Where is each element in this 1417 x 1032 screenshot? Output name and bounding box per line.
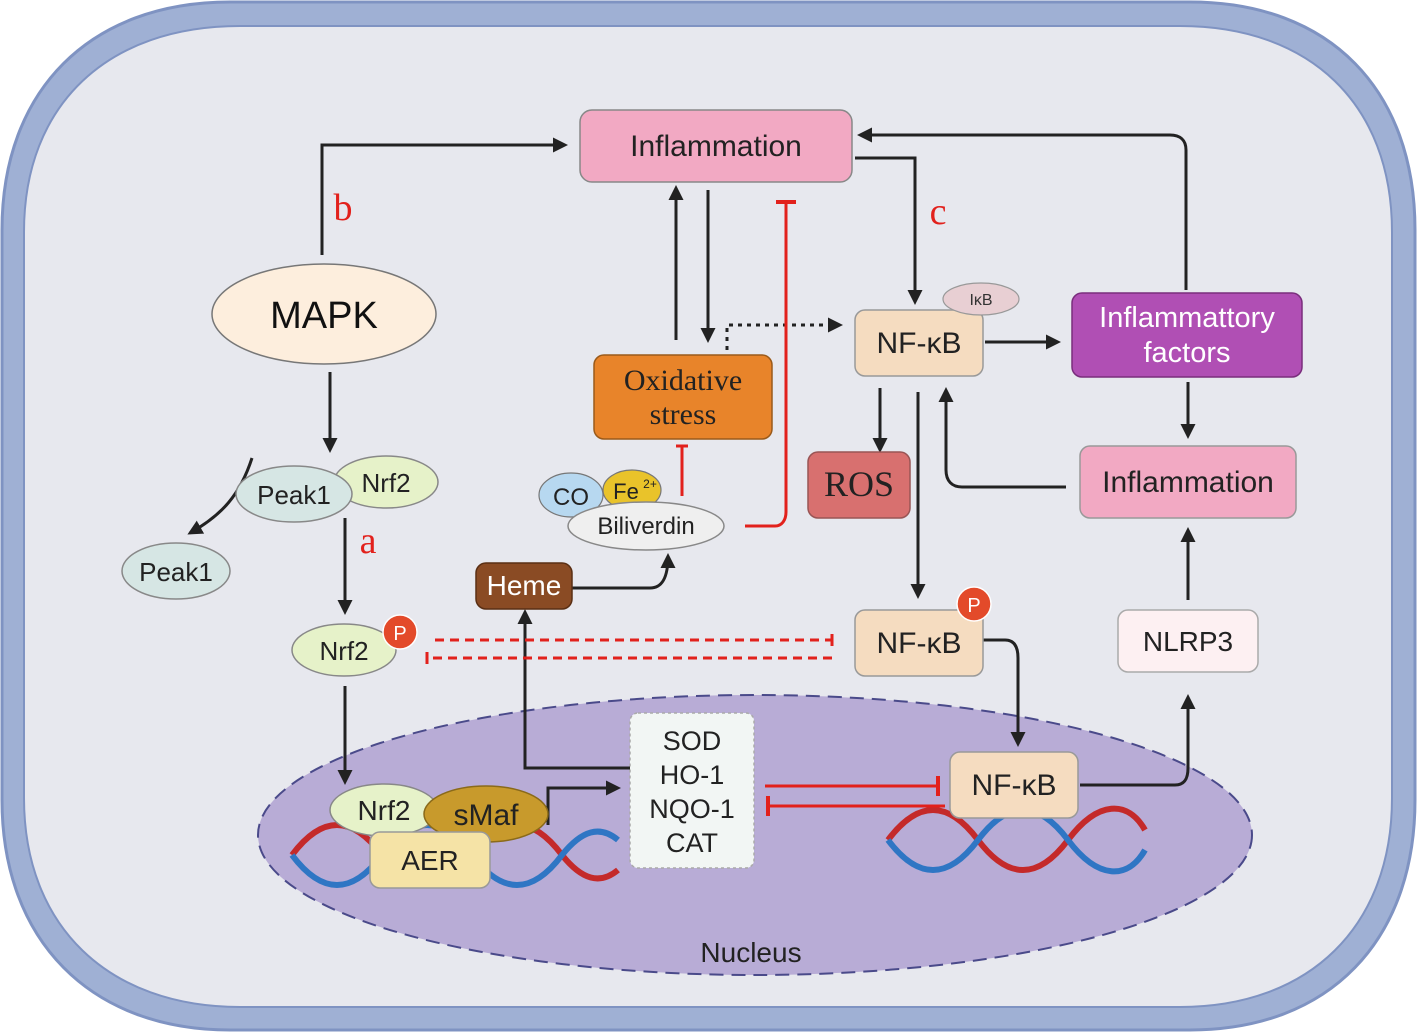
svg-text:NF-κB: NF-κB (877, 327, 962, 360)
svg-text:Inflammation: Inflammation (630, 130, 802, 163)
arrow-inflammation-right-to-nfkb (938, 387, 1066, 489)
svg-text:NLRP3: NLRP3 (1143, 626, 1233, 657)
node-ros[interactable]: ROS (807, 451, 911, 519)
svg-text:IκB: IκB (969, 292, 992, 309)
node-nfkb-phospho[interactable]: NF-κB (854, 609, 984, 677)
svg-text:MAPK: MAPK (270, 295, 378, 337)
svg-text:Nrf2: Nrf2 (361, 468, 410, 498)
svg-text:Oxidative: Oxidative (624, 364, 742, 397)
node-nfkb-cytoplasm[interactable]: NF-κB (854, 309, 984, 377)
node-peak1-bound[interactable]: Peak1 (235, 465, 353, 523)
arrow-nucleus-nfkb-to-nlrp3 (1080, 694, 1196, 787)
svg-text:2+: 2+ (643, 477, 657, 491)
node-nrf2-bound[interactable]: Nrf2 (333, 455, 439, 509)
node-heme[interactable]: Heme (475, 562, 573, 610)
arrow-nfkbp-to-nucleus (982, 638, 1026, 747)
node-peak1-free[interactable]: Peak1 (121, 542, 231, 600)
arrow-peak1-release (187, 457, 254, 535)
svg-text:HO-1: HO-1 (660, 760, 725, 790)
node-antioxidant-enzymes[interactable]: SOD HO-1 NQO-1 CAT (629, 712, 755, 869)
arrow-oxidative-to-nfkb-dotted (725, 317, 843, 350)
inhibit-biliverdin-to-inflammation (745, 200, 796, 528)
svg-text:Inflammattory: Inflammattory (1099, 302, 1275, 334)
svg-text:factors: factors (1143, 337, 1230, 369)
pathway-label-c: c (930, 191, 947, 233)
phospho-badge-icon: P (382, 614, 418, 650)
svg-text:sMaf: sMaf (453, 799, 519, 832)
node-nrf2-phospho[interactable]: Nrf2 (291, 623, 397, 677)
node-inflammation-top[interactable]: Inflammation (579, 109, 853, 183)
arrow-heme-to-biliverdin (572, 553, 676, 590)
node-biliverdin[interactable]: Biliverdin (567, 501, 725, 551)
svg-text:Nrf2: Nrf2 (319, 636, 368, 666)
svg-text:CAT: CAT (666, 828, 718, 858)
node-aer[interactable]: AER (369, 831, 491, 889)
svg-text:Heme: Heme (487, 570, 562, 601)
svg-text:AER: AER (401, 845, 459, 876)
arrow-inflammation-to-nfkb (855, 156, 923, 305)
svg-text:SOD: SOD (663, 726, 722, 756)
svg-text:Fe: Fe (613, 479, 639, 504)
node-nlrp3[interactable]: NLRP3 (1117, 609, 1259, 673)
svg-text:Nrf2: Nrf2 (358, 795, 411, 826)
svg-text:stress: stress (650, 398, 717, 431)
node-nrf2-nucleus[interactable]: Nrf2 (329, 783, 439, 837)
arrow-factors-to-inflammation (857, 127, 1188, 290)
svg-text:NF-κB: NF-κB (972, 769, 1057, 802)
node-co[interactable]: CO (538, 472, 604, 518)
svg-text:NQO-1: NQO-1 (649, 794, 735, 824)
pathway-label-b: b (334, 187, 353, 229)
phospho-badge-nfkb-icon: P (956, 586, 992, 622)
pathway-label-a: a (360, 520, 377, 562)
svg-text:Peak1: Peak1 (257, 480, 331, 510)
node-ikb[interactable]: IκB (942, 282, 1020, 316)
arrow-enzymes-to-heme (517, 609, 630, 770)
svg-text:Inflammation: Inflammation (1102, 466, 1274, 499)
svg-text:Biliverdin: Biliverdin (597, 513, 694, 540)
svg-text:ROS: ROS (824, 464, 894, 504)
node-nfkb-nucleus[interactable]: NF-κB (949, 751, 1079, 819)
svg-text:P: P (393, 623, 406, 645)
node-inflammation-right[interactable]: Inflammation (1079, 445, 1297, 519)
node-oxidative-stress[interactable]: Oxidative stress (593, 354, 773, 440)
nucleus-label: Nucleus (700, 937, 801, 968)
svg-text:NF-κB: NF-κB (877, 627, 962, 660)
svg-text:P: P (967, 595, 980, 617)
node-smaf[interactable]: sMaf (423, 785, 549, 843)
node-fe[interactable]: Fe 2+ (602, 469, 662, 511)
node-mapk[interactable]: MAPK (211, 263, 437, 365)
svg-text:Peak1: Peak1 (139, 557, 213, 587)
svg-text:CO: CO (553, 484, 589, 511)
arrow-mapk-to-inflammation (320, 137, 568, 255)
node-inflammatory-factors[interactable]: Inflammattory factors (1071, 292, 1303, 378)
